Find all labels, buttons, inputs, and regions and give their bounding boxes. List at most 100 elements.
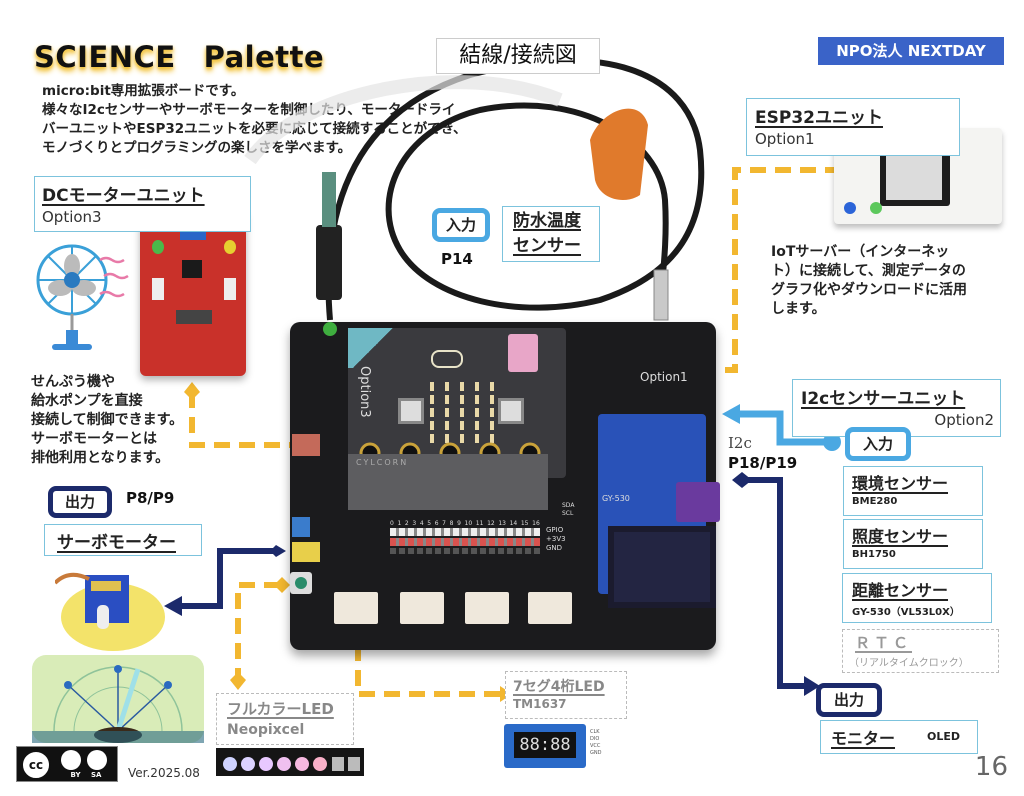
esp32-connection-line <box>600 167 838 373</box>
monitor-type: OLED <box>927 730 961 743</box>
gpio-number: 0 <box>390 520 394 527</box>
grove-connector-2[interactable] <box>400 592 444 624</box>
servo-image <box>55 572 165 651</box>
diagram-title: 結線/接続図 <box>436 38 600 74</box>
battery-terminal <box>292 517 310 537</box>
dc-motor-label-box: DCモーターユニット Option3 <box>34 176 251 232</box>
title-palette: Palette <box>203 40 325 74</box>
title-science: SCIENCE <box>34 40 176 74</box>
i2c-input-dot <box>823 433 841 451</box>
servo-output-line <box>182 548 280 609</box>
seg7-pin: DIO <box>590 736 600 742</box>
cc-license-badge: cc BY SA <box>16 746 118 782</box>
page-title: SCIENCE Palette <box>34 40 352 74</box>
esp32-name: ESP32ユニット <box>755 108 883 128</box>
grove-connector-3[interactable] <box>465 592 509 624</box>
gpio-number: 11 <box>475 520 484 527</box>
i2c-unit-option: Option2 <box>934 411 994 429</box>
sensor-name: 環境センサー <box>852 474 949 493</box>
neopixel-connection-line <box>235 582 280 680</box>
dc-motor-option: Option3 <box>42 208 102 226</box>
monitor-output-line <box>742 477 804 689</box>
gnd-label: GND <box>546 544 563 552</box>
power-led <box>323 322 337 336</box>
microbit-logo-e <box>508 334 538 372</box>
servo-output-badge: 出力 <box>48 486 112 518</box>
cc-icon: cc <box>21 750 51 780</box>
seg7-pin: VCC <box>590 743 601 749</box>
i2c-sensor-board: GY-530 <box>598 414 720 608</box>
rtc-box: ＲＴＣ （リアルタイムクロック） <box>842 629 999 673</box>
i2c-input-line <box>740 410 830 446</box>
org-badge: NPO法人 NEXTDAY <box>818 37 1004 65</box>
servo-name: サーボモーター <box>57 533 176 553</box>
temp-pin: P14 <box>441 250 473 268</box>
neopixel-label-box: フルカラーLED Neopixcel <box>216 693 354 745</box>
neopixel-strip-image <box>216 748 364 776</box>
option3-label: Option3 <box>357 366 372 418</box>
seg7-module-image: 88:88 <box>504 724 586 768</box>
i2c-unit-name: I2cセンサーユニット <box>801 389 966 409</box>
gpio-number: 7 <box>442 520 446 527</box>
microbit-logo <box>431 350 463 368</box>
grove-connector-1[interactable] <box>334 592 378 624</box>
led-matrix <box>430 382 494 443</box>
scl-label: SCL <box>562 510 574 517</box>
edge-connector: CYLCORN <box>348 454 548 510</box>
neopixel-name: フルカラーLED <box>227 700 334 718</box>
gpio-number: 3 <box>412 520 417 527</box>
version-label: Ver.2025.08 <box>128 766 200 780</box>
gpio-number: 2 <box>404 520 409 527</box>
neopixel-diamond <box>230 672 246 690</box>
dc-motor-name: DCモーターユニット <box>42 186 205 206</box>
v33-pins-row <box>390 538 540 546</box>
v33-label: +3V3 <box>546 535 566 543</box>
option3-header <box>292 434 320 456</box>
dc-motor-description: せんぷう機や 給水ポンプを直接 接続して制御できます。 サーボモーターとは 排他… <box>31 373 183 468</box>
protractor-image <box>32 655 204 743</box>
license-text: BY SA <box>70 771 102 779</box>
intro-line: 様々なI2cセンサーやサーボモーターを制御したり、モータードライ <box>42 102 456 118</box>
i2c-pins: P18/P19 <box>728 454 798 472</box>
by-icon <box>61 750 81 770</box>
esp32-option: Option1 <box>755 130 815 148</box>
oled-display <box>608 526 716 608</box>
intro-line: バーユニットやESP32ユニットを必要に応じて接続することができ、 <box>42 121 467 137</box>
dc-motor-diamond <box>184 382 200 400</box>
grove-connector-4[interactable] <box>528 592 572 624</box>
desc-line: ト）に接続して、測定データの <box>771 263 966 279</box>
neopixel-port-diamond <box>274 577 290 593</box>
temp-input-badge: 入力 <box>432 208 490 242</box>
gpio-number: 8 <box>449 520 454 527</box>
gpio-pins-row <box>390 528 540 536</box>
sensor-cable <box>325 57 705 321</box>
gpio-number: 5 <box>427 520 432 527</box>
gpio-number: 12 <box>487 520 495 527</box>
seg7-label-box: 7セグ4桁LED TM1637 <box>505 671 627 719</box>
sensor-box-gy530: 距離センサー GY-530（VL53L0X） <box>842 573 992 623</box>
temp-sensor-label-box: 防水温度 センサー <box>502 206 600 262</box>
temperature-probe <box>653 269 669 321</box>
neopixel-model: Neopixcel <box>227 722 305 738</box>
button-a[interactable] <box>398 398 424 424</box>
gpio-number: 6 <box>434 520 439 527</box>
sda-label: SDA <box>562 502 575 509</box>
microbit <box>348 328 566 478</box>
microbit-corner <box>348 328 398 368</box>
seg7-model: TM1637 <box>513 697 567 711</box>
sensor-name: 距離センサー <box>852 581 949 600</box>
gpio-number: 14 <box>509 520 518 527</box>
sensor-model: GY-530（VL53L0X） <box>852 607 960 618</box>
button-b[interactable] <box>498 398 524 424</box>
sensor-plug <box>316 225 342 300</box>
gpio-number: 15 <box>520 520 529 527</box>
dc-motor-module-image <box>140 210 246 376</box>
monitor-port-diamond <box>732 472 752 488</box>
gpio-label: GPIO <box>546 526 564 534</box>
desc-line: 給水ポンプを直接 <box>31 393 143 409</box>
seg7-name: 7セグ4桁LED <box>513 679 605 695</box>
sa-icon <box>87 750 107 770</box>
seg7-pin: GND <box>590 750 602 756</box>
